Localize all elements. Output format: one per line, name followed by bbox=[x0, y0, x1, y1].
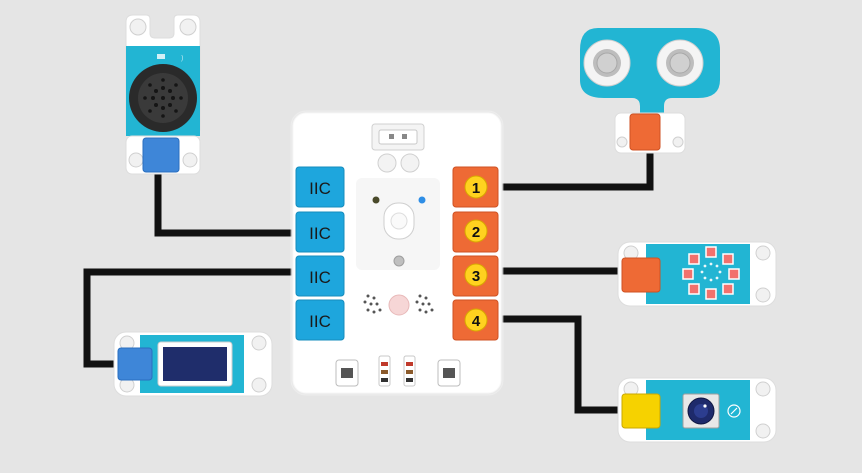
status-led-icon bbox=[418, 196, 426, 204]
iic-port[interactable]: IIC bbox=[295, 299, 345, 341]
numbered-port-1[interactable]: 1 bbox=[452, 166, 499, 208]
hub-button[interactable] bbox=[388, 294, 410, 316]
potentiometer-connector[interactable] bbox=[621, 393, 661, 429]
iic-port[interactable]: IIC bbox=[295, 211, 345, 253]
numbered-port-2[interactable]: 2 bbox=[452, 211, 499, 253]
led-ring-connector[interactable] bbox=[621, 257, 661, 293]
speaker-connector[interactable] bbox=[142, 137, 180, 173]
wire-display-to-iic bbox=[83, 268, 300, 368]
numbered-port-4[interactable]: 4 bbox=[452, 299, 499, 341]
iic-port[interactable]: IIC bbox=[295, 166, 345, 208]
port-number: 2 bbox=[472, 224, 480, 241]
display-connector[interactable] bbox=[117, 347, 153, 381]
controller-hub: IIC IIC IIC IIC 1 2 3 bbox=[290, 110, 504, 396]
hub-bottom-connectors bbox=[335, 355, 461, 387]
svg-text:): ) bbox=[181, 55, 183, 62]
ultrasonic-connector[interactable] bbox=[629, 113, 661, 151]
knob-icon bbox=[682, 393, 720, 429]
ultrasonic-module[interactable] bbox=[580, 28, 720, 154]
wires bbox=[83, 150, 654, 414]
iic-port[interactable]: IIC bbox=[295, 255, 345, 297]
iic-port-label: IIC bbox=[309, 179, 331, 198]
port-number: 1 bbox=[472, 180, 480, 197]
iic-port-label: IIC bbox=[309, 224, 331, 243]
led-ring-module[interactable] bbox=[617, 241, 777, 307]
port-number: 3 bbox=[472, 268, 480, 285]
hub-top-connector bbox=[371, 123, 425, 173]
wire-speaker-to-iic bbox=[154, 172, 300, 237]
speaker-icon bbox=[129, 64, 197, 132]
iic-port-label: IIC bbox=[309, 268, 331, 287]
ultrasonic-sensor-icon bbox=[583, 39, 704, 87]
display-icon bbox=[157, 341, 233, 387]
speaker-module[interactable]: ) bbox=[125, 14, 201, 175]
hub-mic-icon bbox=[363, 294, 434, 314]
port-number: 4 bbox=[472, 313, 481, 330]
numbered-port-3[interactable]: 3 bbox=[452, 255, 499, 297]
wire-port4-to-potentiometer bbox=[498, 315, 625, 414]
iic-port-label: IIC bbox=[309, 312, 331, 331]
status-led-icon bbox=[372, 196, 380, 204]
compass-icon bbox=[727, 404, 741, 418]
led-ring-icon bbox=[682, 246, 740, 300]
display-module[interactable] bbox=[113, 331, 273, 397]
wire-port1-to-ultrasonic bbox=[498, 150, 654, 191]
potentiometer-module[interactable] bbox=[617, 377, 777, 443]
